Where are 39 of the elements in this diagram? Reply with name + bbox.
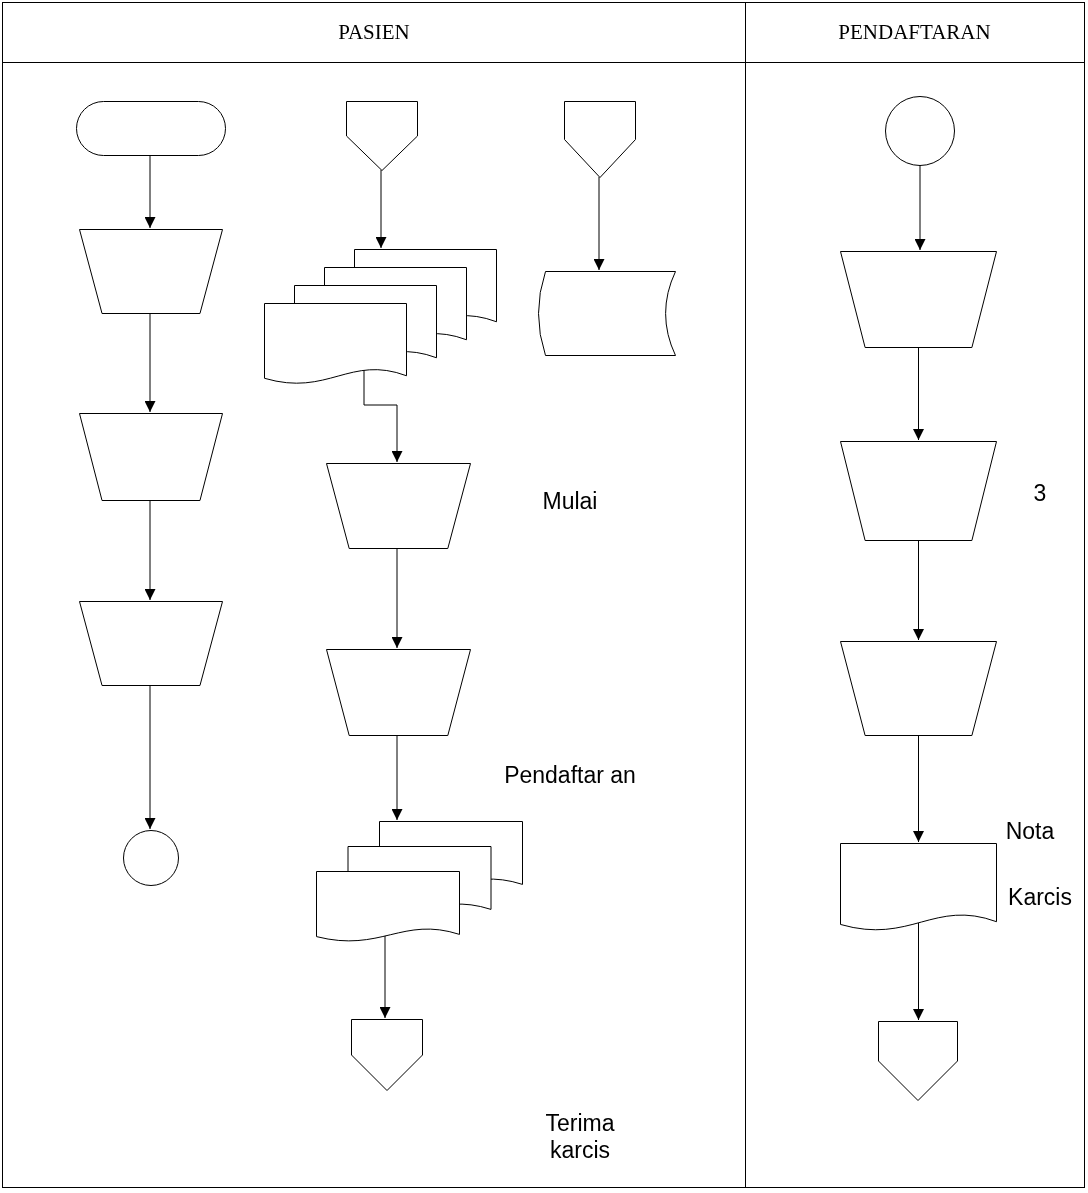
label-text: Terima karcis	[544, 1110, 616, 1164]
arrow	[144, 154, 156, 229]
manual-operation-shape	[326, 463, 471, 549]
off-page-connector	[346, 101, 418, 171]
arrow	[913, 922, 924, 1021]
arrow	[914, 164, 926, 251]
node-caption: Nota	[1004, 818, 1056, 845]
arrow	[363, 369, 403, 463]
lane-header: PENDAFTARAN	[745, 3, 1084, 63]
off-page-connector	[351, 1019, 423, 1091]
swimlane	[745, 2, 1085, 1188]
label-text: 3	[1032, 480, 1048, 507]
arrow	[391, 547, 403, 649]
node-caption: Karcis	[1007, 884, 1073, 911]
connector-circle	[123, 830, 179, 886]
arrow	[913, 539, 924, 641]
manual-operation-shape	[79, 601, 223, 686]
arrow	[379, 934, 391, 1019]
swimlane	[2, 2, 746, 1188]
manual-operation-shape	[840, 251, 997, 348]
off-page-connector	[564, 101, 636, 178]
manual-operation-shape	[326, 649, 471, 736]
lane-header: PASIEN	[3, 3, 745, 63]
arrow	[391, 734, 403, 821]
connector-circle	[885, 96, 955, 166]
label-text: Mulai	[541, 488, 599, 515]
arrow	[375, 169, 387, 249]
manual-operation-shape	[79, 413, 223, 501]
manual-operation-shape	[840, 441, 997, 541]
arrow	[144, 499, 156, 601]
manual-operation-shape	[79, 229, 223, 314]
off-page-connector	[878, 1021, 958, 1101]
arrow	[144, 684, 156, 830]
manual-operation-shape	[840, 641, 997, 736]
label-text: Pendaftar an	[503, 762, 637, 789]
arrow	[913, 734, 924, 843]
arrow	[593, 176, 605, 271]
arrow	[913, 346, 924, 441]
arrow	[144, 312, 156, 413]
